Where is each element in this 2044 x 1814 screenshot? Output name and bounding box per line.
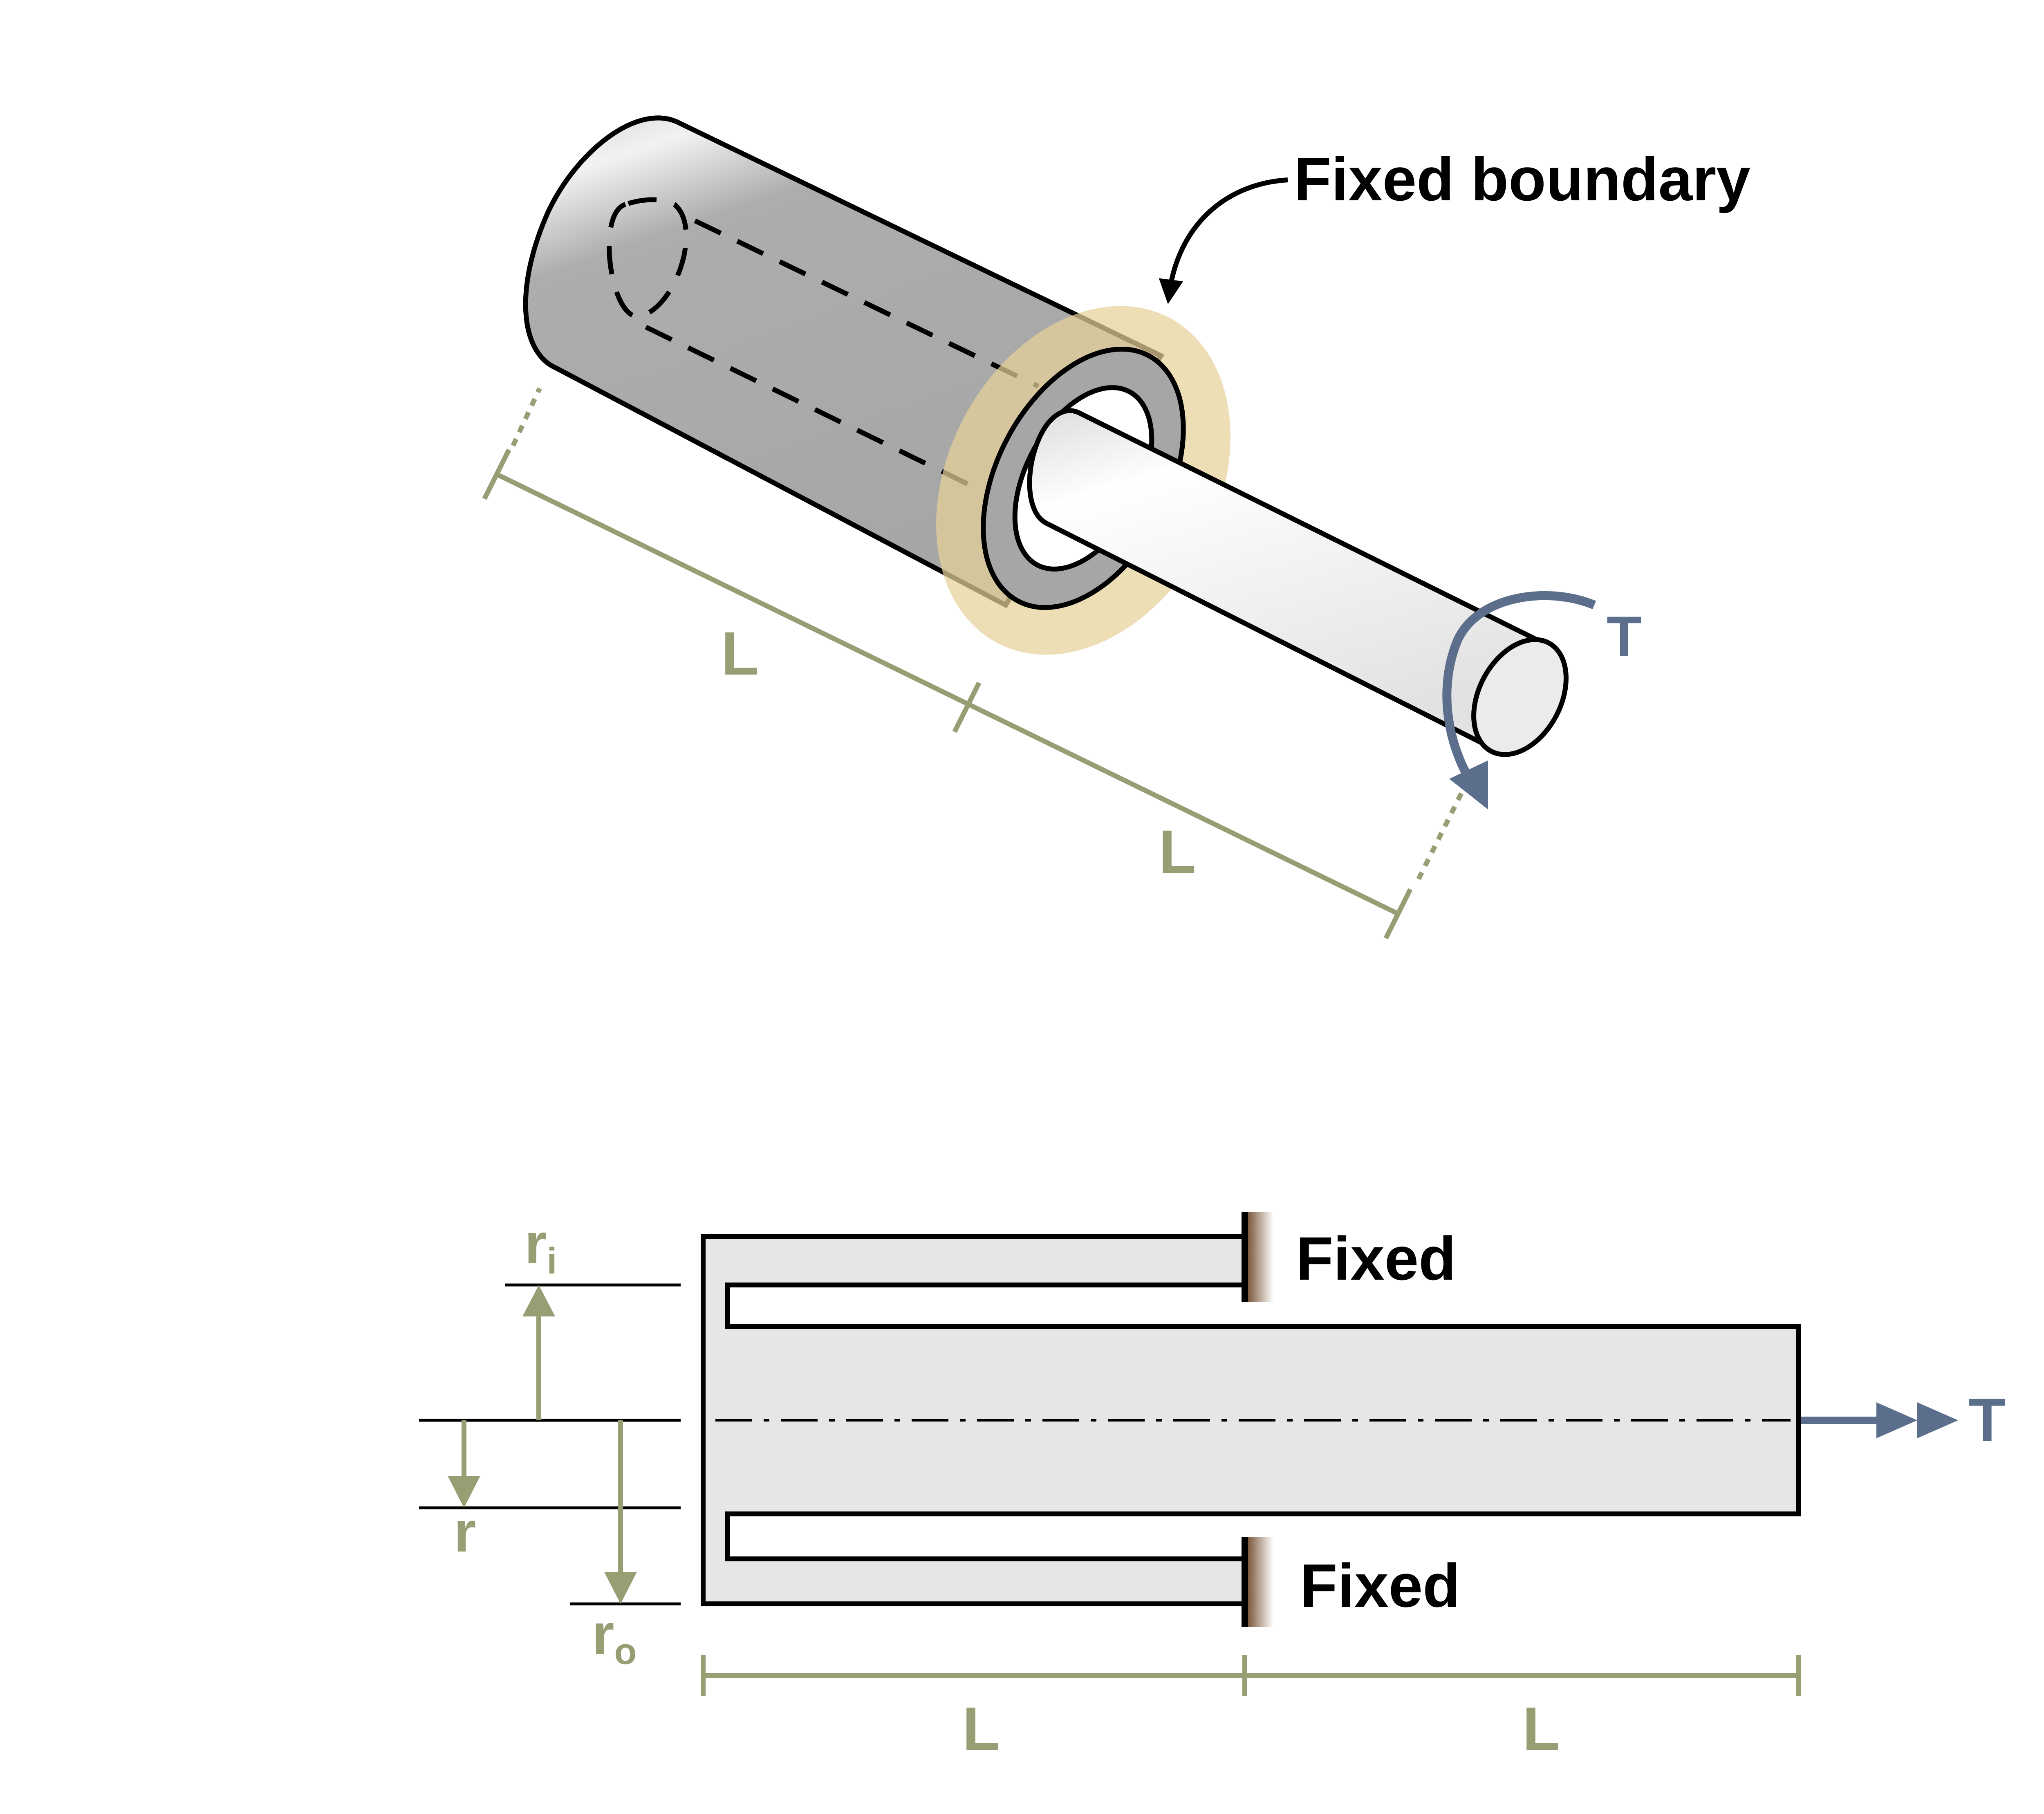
section-length-label-2: L bbox=[1522, 1694, 1560, 1763]
section-view: Fixed Fixed T ri bbox=[419, 1211, 2006, 1763]
radius-inner-arrow bbox=[522, 1285, 555, 1420]
section-length-label-1: L bbox=[962, 1694, 1000, 1763]
iso-dimension-line bbox=[482, 387, 1466, 940]
fixed-wall-bottom bbox=[1242, 1537, 1273, 1627]
fixed-bottom-label: Fixed bbox=[1300, 1551, 1460, 1620]
iso-length-label-2: L bbox=[1159, 817, 1196, 886]
fixed-boundary-leader bbox=[1159, 177, 1288, 304]
section-dimension-line bbox=[701, 1655, 1801, 1696]
torque-label-iso: T bbox=[1607, 604, 1642, 668]
radius-arrow bbox=[448, 1420, 480, 1508]
radius-inner-label: ri bbox=[524, 1211, 557, 1282]
radius-outer-label: ro bbox=[592, 1602, 637, 1672]
shaft-end-face bbox=[1471, 637, 1569, 757]
torque-arrow-iso bbox=[1442, 591, 1596, 809]
inner-shaft-body bbox=[1027, 408, 1544, 756]
fixed-boundary-label: Fixed boundary bbox=[1294, 145, 1750, 213]
torque-label-section: T bbox=[1968, 1386, 2006, 1454]
inner-shaft bbox=[1027, 408, 1569, 757]
iso-length-label-1: L bbox=[721, 619, 759, 688]
torque-arrow-section bbox=[1801, 1402, 1958, 1438]
radius-outer-arrow bbox=[604, 1420, 637, 1604]
isometric-view: Fixed boundary T L L bbox=[482, 115, 1750, 940]
fixed-top-label: Fixed bbox=[1296, 1224, 1456, 1293]
radius-label: r bbox=[454, 1500, 476, 1564]
hidden-bore-dashed bbox=[607, 197, 1040, 489]
fixed-wall-top bbox=[1242, 1212, 1273, 1302]
